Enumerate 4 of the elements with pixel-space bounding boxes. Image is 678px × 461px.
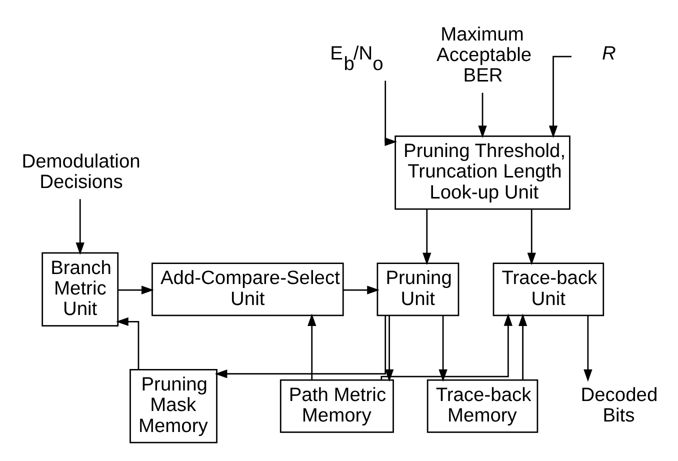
node-text: R (602, 43, 616, 64)
node-text: Maximum Acceptable BER (436, 24, 532, 86)
node-text: Demodulation Decisions (22, 150, 140, 193)
node-text: Decoded Bits (580, 384, 658, 426)
